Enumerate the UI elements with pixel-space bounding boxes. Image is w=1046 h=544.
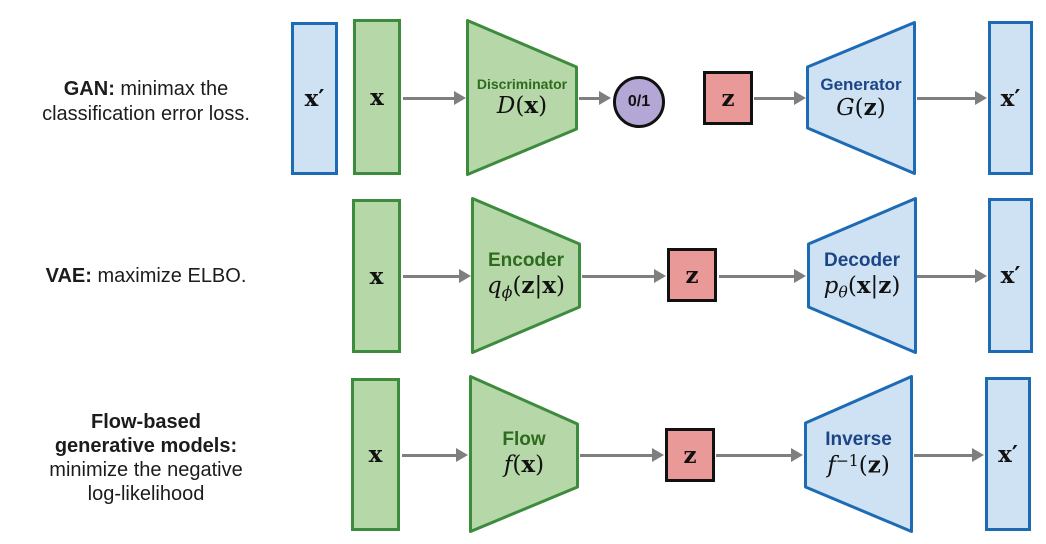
gan-input-x-box: x — [353, 19, 401, 175]
flow-trapezoid — [469, 375, 579, 533]
z-label: z — [721, 84, 735, 112]
x-prime-label: x′ — [1000, 84, 1021, 112]
flow-reconstruction-box: x′ — [985, 377, 1031, 531]
generator-trapezoid — [806, 21, 916, 175]
x-prime-label: x′ — [304, 85, 325, 112]
generator-block: Generator G(z) — [806, 21, 916, 175]
flow-block: Flow f(x) — [469, 375, 579, 533]
encoder-block: Encoder qϕ(z|x) — [471, 197, 581, 354]
arrow-z-to-decoder — [719, 269, 806, 283]
flow-label-line3: minimize the negative — [49, 459, 243, 481]
gan-row-label: GAN: minimax the classification error lo… — [0, 77, 292, 127]
arrow-decoder-to-xprime — [917, 269, 987, 283]
gan-label-bold: GAN: — [63, 78, 115, 100]
x-label: x — [368, 441, 383, 468]
vae-latent-z-box: z — [667, 248, 717, 302]
arrow-z-to-generator — [754, 91, 806, 105]
inverse-trapezoid — [804, 375, 913, 533]
z-label: z — [685, 261, 699, 289]
arrow-flow-to-z — [580, 448, 664, 462]
flow-latent-z-box: z — [665, 428, 715, 482]
encoder-formula: qϕ(z|x) — [487, 272, 565, 302]
flow-input-x-box: x — [351, 378, 400, 531]
inverse-title: Inverse — [825, 429, 892, 451]
encoder-title: Encoder — [487, 250, 565, 272]
x-prime-label: x′ — [998, 440, 1018, 468]
arrow-encoder-to-z — [582, 269, 666, 283]
flow-label-line1: Flow-based — [90, 411, 201, 433]
inverse-formula: f−1(z) — [827, 450, 890, 479]
vae-label-line: VAE: maximize ELBO. — [45, 265, 247, 287]
z-label: z — [683, 441, 697, 469]
flow-formula: f(x) — [503, 451, 545, 479]
vae-input-x-box: x — [352, 199, 401, 353]
gan-label-line2: classification error loss. — [42, 103, 250, 125]
discriminator-formula: D(x) — [496, 91, 548, 119]
arrow-x-to-flow — [402, 448, 468, 462]
arrow-generator-to-xprime — [917, 91, 987, 105]
decoder-block: Decoder pθ(x|z) — [807, 197, 917, 354]
discriminator-title: Discriminator — [476, 75, 568, 92]
arrow-x-to-discriminator — [403, 91, 466, 105]
vae-row-label: VAE: maximize ELBO. — [0, 264, 292, 289]
x-prime-label: x′ — [1000, 262, 1021, 289]
gan-generated-sample-box: x′ — [291, 22, 338, 175]
decoder-formula: pθ(x|z) — [823, 272, 901, 302]
x-label: x — [369, 262, 384, 290]
decoder-trapezoid — [807, 197, 917, 354]
decoder-title: Decoder — [823, 250, 901, 272]
x-label: x — [370, 83, 384, 111]
vae-label-bold: VAE: — [45, 265, 92, 287]
flow-row-label: Flow-based generative models: minimize t… — [0, 410, 292, 506]
arrow-inverse-to-xprime — [914, 448, 984, 462]
output-0-1-badge: 0/1 — [613, 76, 665, 128]
flow-label-line4: log-likelihood — [87, 483, 205, 505]
gan-latent-z-box: z — [703, 71, 753, 125]
flow-title: Flow — [502, 429, 546, 451]
arrow-discriminator-to-output — [579, 91, 611, 105]
vae-reconstruction-box: x′ — [988, 198, 1033, 353]
encoder-trapezoid — [471, 197, 581, 354]
arrow-x-to-encoder — [403, 269, 471, 283]
generator-title: Generator — [820, 74, 902, 94]
discriminator-block: Discriminator D(x) — [466, 19, 578, 176]
inverse-block: Inverse f−1(z) — [804, 375, 913, 533]
arrow-z-to-inverse — [716, 448, 803, 462]
gan-reconstruction-box: x′ — [988, 21, 1033, 175]
flow-label-line2: generative models: — [54, 435, 238, 457]
generator-formula: G(z) — [836, 94, 886, 122]
gan-label-line1: GAN: minimax the — [63, 78, 229, 100]
discriminator-trapezoid — [466, 19, 578, 176]
